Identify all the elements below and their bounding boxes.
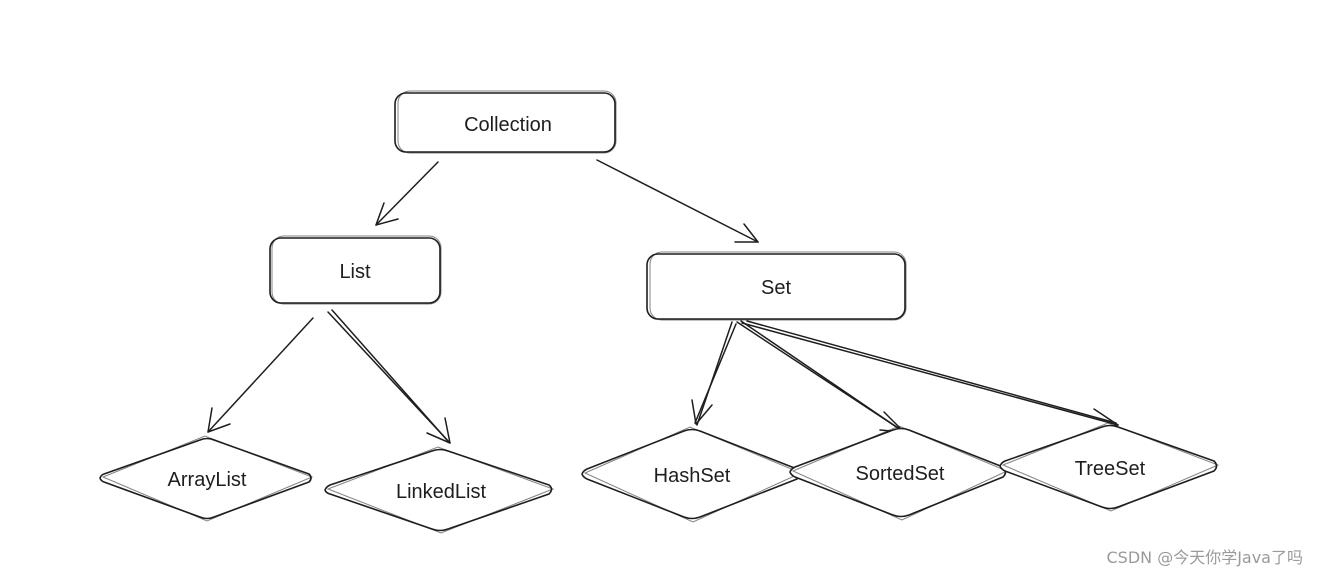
node-collection-label: Collection (464, 114, 552, 136)
node-set-label: Set (761, 277, 791, 299)
node-list-label: List (339, 261, 371, 283)
node-arraylist-label: ArrayList (168, 469, 247, 491)
edge-list-to-arraylist (207, 317, 314, 433)
node-set[interactable]: Set (646, 251, 907, 321)
node-list[interactable]: List (269, 235, 442, 305)
node-linkedlist[interactable]: LinkedList (324, 446, 555, 534)
node-arraylist[interactable]: ArrayList (99, 435, 314, 522)
edge-set-to-sortedset (736, 320, 905, 433)
node-sortedset[interactable]: SortedSet (789, 425, 1009, 521)
edge-list-to-linkedlist (327, 309, 451, 444)
node-treeset[interactable]: TreeSet (999, 422, 1220, 512)
node-linkedlist-label: LinkedList (396, 481, 487, 503)
node-hashset[interactable]: HashSet (581, 426, 803, 523)
node-treeset-label: TreeSet (1075, 458, 1146, 480)
node-sortedset-label: SortedSet (856, 463, 945, 485)
edge-collection-to-set (596, 159, 759, 243)
watermark-text: CSDN @今天你学Java了吗 (1106, 548, 1303, 567)
edge-set-to-treeset (741, 320, 1119, 430)
node-collection[interactable]: Collection (394, 90, 617, 154)
edge-collection-to-list (375, 161, 439, 226)
edges (207, 159, 1119, 444)
node-hashset-label: HashSet (654, 465, 731, 487)
edge-set-to-hashset (691, 321, 737, 426)
